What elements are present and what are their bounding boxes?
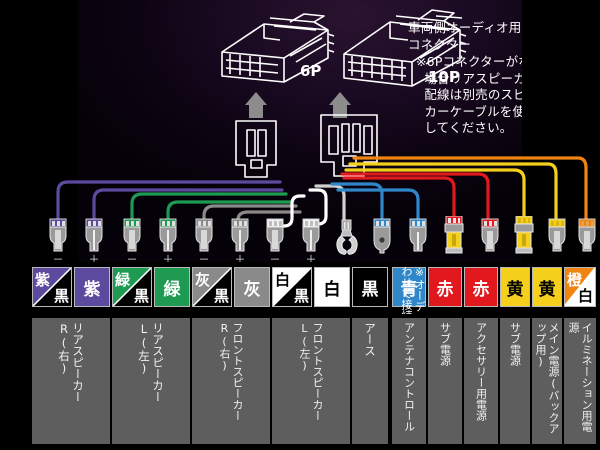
polarity-minus: －	[126, 253, 138, 266]
color-code-box: 灰	[234, 267, 270, 307]
color-code-primary: 白	[275, 271, 291, 289]
function-panel: リアスピーカーL(左)	[112, 318, 190, 444]
color-code-box: 紫 黒	[32, 267, 72, 307]
color-code-box: 赤	[464, 267, 498, 307]
connector-6p-drawing	[221, 13, 335, 83]
top-note-heading-1: 車両側オーディオ用	[408, 20, 522, 35]
function-label: フロントスピーカーR(右)	[218, 322, 244, 421]
function-panel: アース	[352, 318, 388, 444]
terminal-plug	[195, 218, 213, 252]
function-label: サブ電源	[508, 322, 522, 366]
left-black-margin	[0, 0, 78, 262]
function-panel: イルミネーション用電源	[564, 318, 596, 444]
terminal-plug	[481, 218, 499, 252]
color-code-primary: 黄	[538, 279, 556, 300]
function-label: リアスピーカーR(右)	[57, 322, 85, 403]
color-code-primary: 灰	[243, 279, 261, 300]
wire-color-code-strip: 紫 黒 紫 緑 黒 緑 灰 黒	[0, 262, 600, 312]
function-label-panels: リアスピーカーR(右) リアスピーカーL(左) フロントスピーカーR(右) フロ…	[0, 314, 600, 450]
color-code-primary: 青	[400, 279, 418, 300]
terminal-plug	[548, 218, 566, 252]
color-code-box: 紫	[74, 267, 110, 307]
function-label: アンテナコントロール	[402, 322, 416, 432]
polarity-minus: －	[198, 253, 210, 266]
terminal-plug	[231, 218, 249, 252]
color-code-secondary: 黒	[293, 287, 309, 305]
color-code-box: 緑	[154, 267, 190, 307]
function-label: サブ電源	[438, 322, 452, 366]
terminal-plug	[409, 218, 427, 252]
fuse-holder-terminal	[444, 216, 464, 254]
color-code-primary: 紫	[83, 279, 101, 300]
function-panel: フロントスピーカーR(右)	[192, 318, 270, 444]
connector-10p-drawing	[343, 9, 467, 87]
color-code-primary: 紫	[35, 271, 51, 289]
function-panel: フロントスピーカーL(左)	[272, 318, 350, 444]
terminal-plug	[373, 218, 391, 254]
terminal-plug	[49, 218, 67, 252]
color-code-box: 黒	[352, 267, 388, 307]
function-panel: メイン電源(バックアップ用)	[532, 318, 562, 444]
color-code-secondary: 白	[577, 287, 593, 305]
polarity-plus: ＋	[88, 253, 100, 266]
fuse-holder-terminal	[514, 216, 534, 254]
color-code-secondary: 黒	[53, 287, 69, 305]
terminal-plug	[578, 218, 596, 252]
function-label: アース	[363, 322, 377, 357]
function-panel: アクセサリー用電源	[464, 318, 498, 444]
color-code-primary: 橙	[567, 271, 583, 289]
color-code-box: 赤	[428, 267, 462, 307]
color-code-primary: 赤	[436, 279, 454, 300]
terminal-plug	[266, 218, 284, 252]
polarity-plus: ＋	[234, 253, 246, 266]
function-label: フロントスピーカーL(左)	[298, 322, 324, 421]
color-code-box: 灰 黒	[192, 267, 232, 307]
function-panel: リアスピーカーR(右)	[32, 318, 110, 444]
polarity-minus: －	[269, 253, 281, 266]
connector-10p-label: 10P	[428, 68, 460, 86]
color-code-box: 白 黒	[272, 267, 312, 307]
connector-6p-label: 6P	[300, 62, 322, 80]
color-code-secondary: 黒	[213, 287, 229, 305]
top-note-body: ※6Pコネクターがない 場合リアスピーカーの 配線は別売のスピー カーケーブルを…	[416, 54, 522, 135]
color-code-secondary: 黒	[133, 287, 149, 305]
top-note-heading-2: コネクター	[408, 37, 472, 52]
function-label: アクセサリー用電源	[474, 322, 488, 421]
color-code-primary: 黄	[506, 279, 524, 300]
function-panel: サブ電源	[428, 318, 462, 444]
color-code-primary: 赤	[472, 279, 490, 300]
color-code-primary: 緑	[163, 279, 181, 300]
terminal-plug	[159, 218, 177, 252]
terminal-row: － ＋ － ＋ －	[0, 216, 600, 266]
color-code-box: 黄	[532, 267, 562, 307]
terminal-plug	[302, 218, 320, 252]
connector-shell-6p	[235, 120, 277, 178]
function-panel: アンテナコントロール	[392, 318, 426, 444]
color-code-box: 黄	[500, 267, 530, 307]
function-label: メイン電源(バックアップ用)	[534, 322, 560, 434]
ground-fork-terminal	[336, 219, 358, 255]
color-code-box: 緑 黒	[112, 267, 152, 307]
color-code-primary: 灰	[195, 271, 211, 289]
color-code-primary: 白	[323, 279, 341, 300]
connector-shell-10p	[320, 114, 378, 177]
function-label: リアスピーカーL(左)	[137, 322, 165, 403]
color-code-primary: 緑	[115, 271, 131, 289]
color-code-primary: 黒	[361, 279, 379, 300]
polarity-minus: －	[52, 253, 64, 266]
polarity-plus: ＋	[162, 253, 174, 266]
color-code-box: 橙白	[564, 267, 596, 307]
color-code-box: 白	[314, 267, 350, 307]
terminal-plug	[123, 218, 141, 252]
polarity-plus: ＋	[305, 253, 317, 266]
terminal-plug	[85, 218, 103, 252]
color-code-box: 青	[392, 267, 426, 307]
function-label: イルミネーション用電源	[567, 322, 593, 432]
function-panel: サブ電源	[500, 318, 530, 444]
